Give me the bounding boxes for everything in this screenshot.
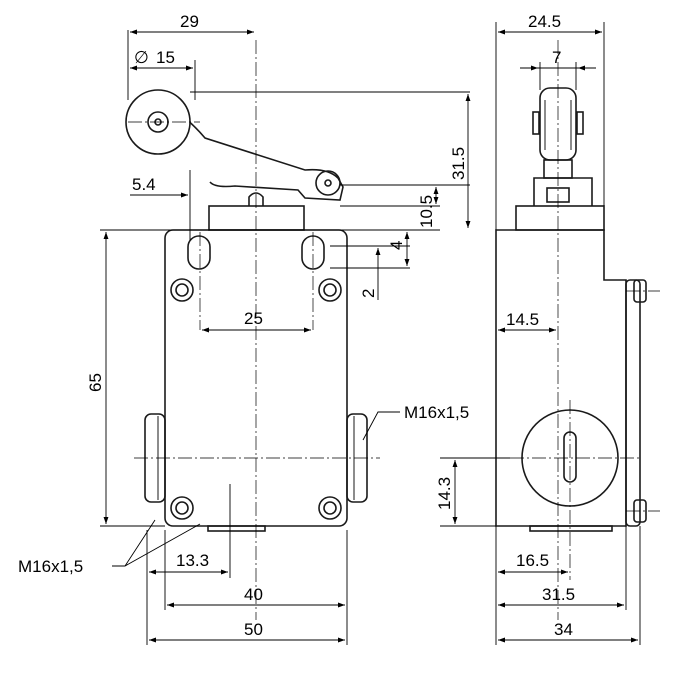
dim-roller-dia: 15 — [156, 48, 175, 67]
dim-slot-spacing-v: 4 — [387, 241, 406, 250]
side-view: 24.5 7 14.5 14.3 16.5 31.5 34 — [435, 12, 660, 645]
front-base — [207, 525, 266, 532]
dim-conduit-offset: 16.5 — [516, 551, 549, 570]
dim-total-depth: 34 — [554, 620, 573, 639]
roller-lever — [125, 89, 344, 201]
side-body — [495, 229, 627, 527]
dim-mount-spacing: 40 — [244, 585, 263, 604]
dim-thread-right: M16x1,5 — [404, 403, 469, 422]
dim-offset: 5.4 — [132, 175, 156, 194]
dim-roller-width: 7 — [552, 48, 561, 67]
dim-slot-spacing: 25 — [244, 309, 263, 328]
front-plunger — [248, 192, 264, 206]
dim-body-width: 50 — [244, 620, 263, 639]
side-head — [515, 205, 605, 231]
dim-head-width: 24.5 — [528, 12, 561, 31]
side-flange — [625, 279, 641, 527]
dim-mount-depth: 31.5 — [542, 585, 575, 604]
dim-head-offset: 14.5 — [506, 310, 539, 329]
dim-conduit-height: 14.3 — [435, 477, 454, 510]
front-head — [208, 205, 305, 231]
dim-top-width: 29 — [180, 12, 199, 31]
dim-base-offset: 13.3 — [176, 551, 209, 570]
dim-slot-h: 2 — [359, 289, 378, 298]
dim-roller-dia-symbol: ∅ — [134, 48, 149, 67]
dim-lever-height: 31.5 — [449, 147, 468, 180]
dim-body-height: 65 — [86, 373, 105, 392]
dim-thread-left: M16x1,5 — [18, 557, 83, 576]
dim-plunger: 10.5 — [417, 195, 436, 228]
cover-screws — [170, 278, 342, 520]
front-view: 29 ∅ 15 31.5 5.4 10.5 4 2 25 65 M16x1,5 … — [18, 12, 471, 645]
